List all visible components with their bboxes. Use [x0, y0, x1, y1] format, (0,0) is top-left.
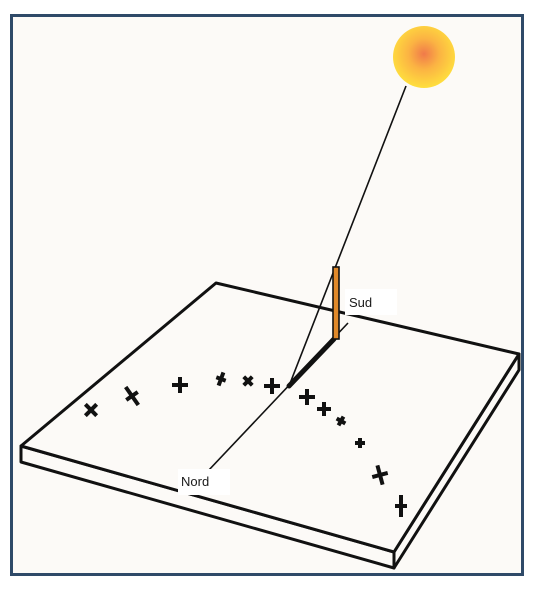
shadow-mark	[299, 389, 315, 405]
shadow-mark	[83, 402, 99, 418]
shadow-mark	[215, 371, 227, 387]
north-label: Nord	[181, 474, 209, 489]
shadow-mark	[264, 378, 280, 394]
shadow-mark	[124, 385, 140, 407]
south-label-bg	[345, 289, 397, 315]
shadow-mark	[172, 377, 188, 393]
gnomon	[332, 266, 340, 340]
shadow-marks	[83, 371, 407, 517]
shadow-mark	[335, 415, 347, 427]
shadow-mark	[242, 375, 254, 387]
gnomon-shadow	[286, 336, 337, 389]
shadow-mark	[317, 402, 331, 416]
board-top-face	[19, 281, 521, 554]
sun-icon	[393, 26, 455, 88]
sun-ray	[288, 85, 407, 387]
shadow-mark	[395, 495, 407, 517]
shadow-mark	[355, 438, 365, 448]
south-label: Sud	[349, 295, 372, 310]
north-label-bg	[178, 469, 230, 495]
shadow-mark	[371, 464, 389, 486]
